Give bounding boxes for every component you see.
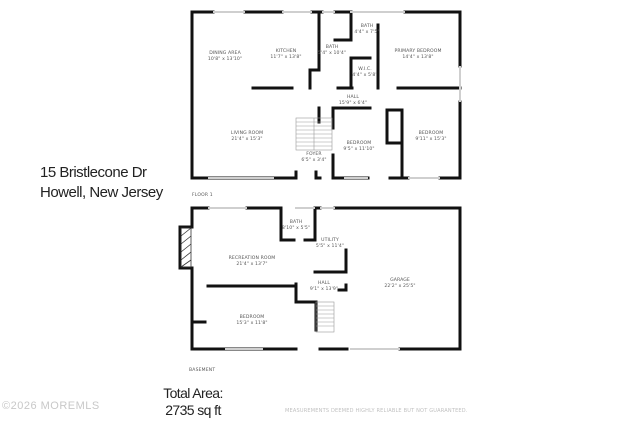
floor-1-windows [208,11,461,179]
basement-label: BASEMENT [189,368,216,373]
total-area-label: Total Area: [163,385,223,401]
basement-walls [178,206,462,351]
measurement-disclaimer: MEASUREMENTS DEEMED HIGHLY RELIABLE BUT … [285,408,468,414]
copyright-watermark: ©2026 MOREMLS [2,400,100,412]
address-line-2: Howell, New Jersey [40,184,163,201]
floor-1-walls [190,10,462,180]
total-area-value: 2735 sq ft [165,402,221,418]
floor-1-stairs [295,117,333,151]
total-area: Total Area: 2735 sq ft [163,385,223,419]
address-line-1: 15 Bristlecone Dr [40,164,147,181]
floor-1-label: FLOOR 1 [192,193,213,198]
fireplace [180,227,192,268]
basement-stairs [315,301,335,333]
basement-windows [208,207,400,350]
room-label-wic: W.I.C.4'4" x 5'8" [352,67,378,78]
property-address: 15 Bristlecone Dr Howell, New Jersey [40,163,163,203]
